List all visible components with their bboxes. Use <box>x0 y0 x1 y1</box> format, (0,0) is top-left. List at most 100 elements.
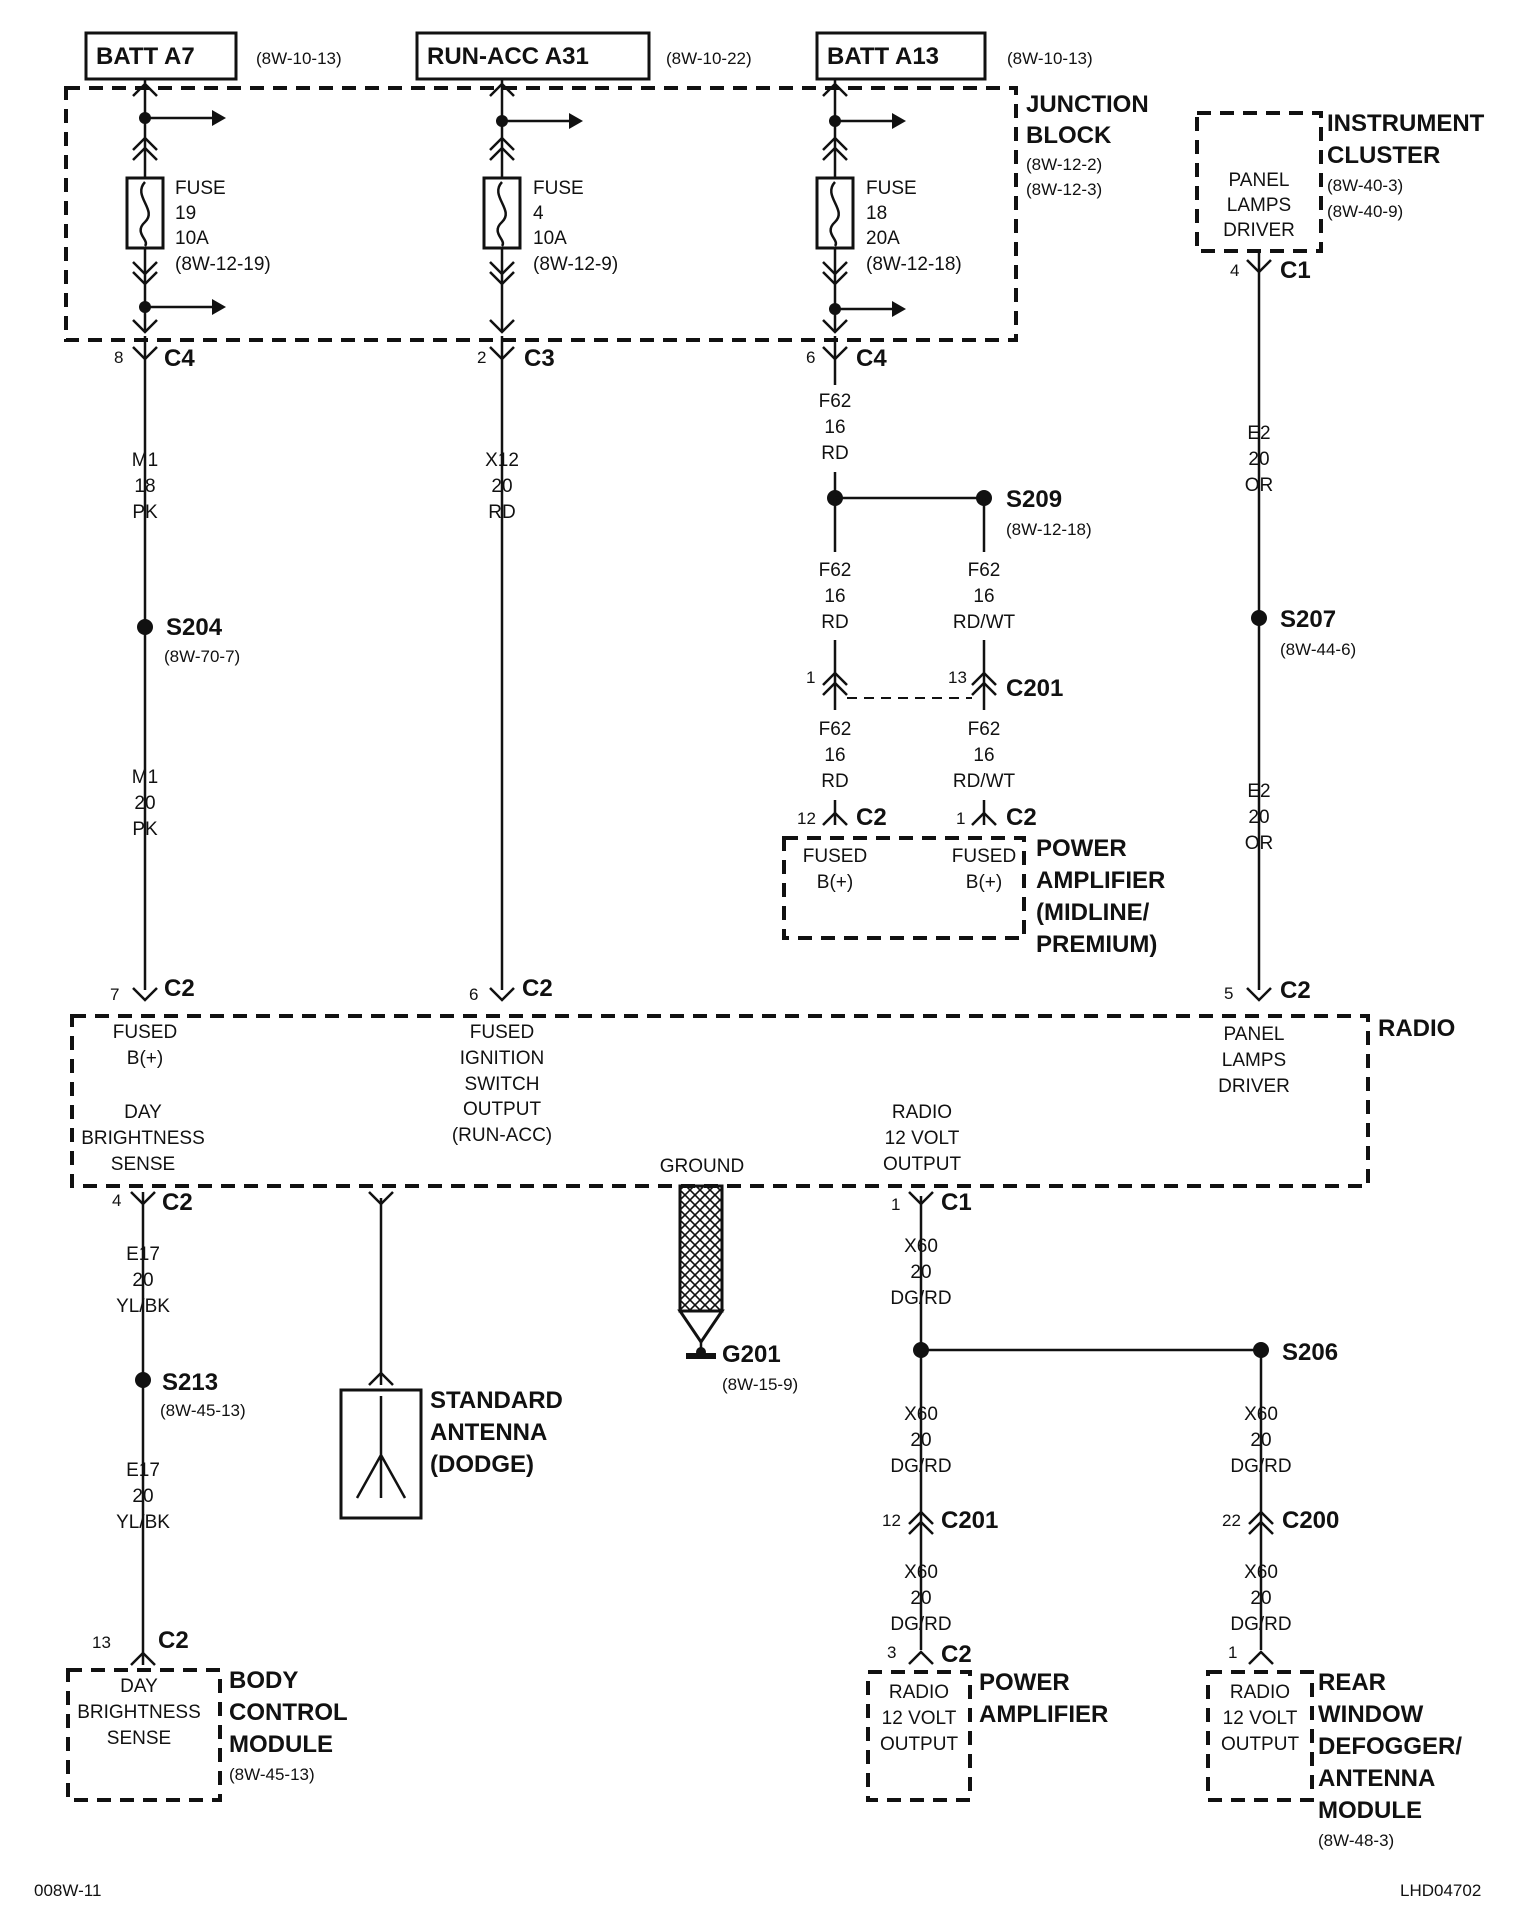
column-2-wiring: 2 C3 X12 20 RD 6 C2 <box>469 336 555 1004</box>
svg-text:(8W-12-2): (8W-12-2) <box>1026 155 1102 174</box>
body-control-module: DAY BRIGHTNESS SENSE BODY CONTROL MODULE… <box>66 1667 348 1802</box>
svg-text:RD: RD <box>821 612 848 633</box>
svg-text:12 VOLT: 12 VOLT <box>885 1128 960 1149</box>
svg-text:20A: 20A <box>866 228 900 249</box>
svg-text:FUSED: FUSED <box>952 846 1016 867</box>
svg-text:X60: X60 <box>1244 1562 1278 1583</box>
svg-text:C2: C2 <box>162 1189 193 1216</box>
svg-text:16: 16 <box>973 586 994 607</box>
svg-text:DRIVER: DRIVER <box>1223 220 1295 241</box>
svg-text:(8W-12-18): (8W-12-18) <box>1006 520 1092 539</box>
svg-text:WINDOW: WINDOW <box>1318 1701 1424 1728</box>
column-1-wiring: 8 C4 M1 18 PK S204 (8W-70-7) M1 20 PK 7 … <box>110 336 240 1004</box>
svg-text:6: 6 <box>806 348 815 367</box>
svg-text:F62: F62 <box>968 719 1001 740</box>
svg-text:DG/RD: DG/RD <box>1230 1456 1291 1477</box>
svg-text:C2: C2 <box>158 1627 189 1654</box>
junction-block-outline <box>64 86 1018 342</box>
svg-text:PK: PK <box>132 819 158 840</box>
source-batt-a7: BATT A7 (8W-10-13) <box>84 31 342 81</box>
svg-text:RD: RD <box>488 502 515 523</box>
fuse-4: FUSE 4 10A (8W-12-9) <box>482 79 618 334</box>
svg-text:C201: C201 <box>941 1507 998 1534</box>
svg-text:M1: M1 <box>132 450 158 471</box>
svg-text:B(+): B(+) <box>817 872 853 893</box>
radio-module: RADIO FUSED B(+) DAY BRIGHTNESS SENSE FU… <box>70 1014 1455 1188</box>
svg-text:E2: E2 <box>1247 423 1270 444</box>
power-amplifier: RADIO 12 VOLT OUTPUT POWER AMPLIFIER <box>866 1669 1108 1802</box>
svg-text:OUTPUT: OUTPUT <box>463 1099 542 1120</box>
svg-text:PREMIUM): PREMIUM) <box>1036 931 1157 958</box>
svg-text:16: 16 <box>824 745 845 766</box>
svg-text:RADIO: RADIO <box>892 1102 952 1123</box>
svg-text:G201: G201 <box>722 1341 781 1368</box>
svg-text:X60: X60 <box>1244 1404 1278 1425</box>
svg-text:X12: X12 <box>485 450 519 471</box>
svg-text:B(+): B(+) <box>966 872 1002 893</box>
svg-text:C1: C1 <box>1280 257 1311 284</box>
svg-text:SENSE: SENSE <box>111 1154 175 1175</box>
column-3-wiring: 6 C4 F62 16 RD S209 (8W-12-18) F62 16 RD… <box>797 336 1092 831</box>
svg-text:S204: S204 <box>166 614 223 641</box>
svg-text:22: 22 <box>1222 1511 1241 1530</box>
svg-text:(8W-12-19): (8W-12-19) <box>175 254 271 275</box>
svg-text:IGNITION: IGNITION <box>460 1048 544 1069</box>
svg-text:POWER: POWER <box>1036 835 1127 862</box>
svg-text:(8W-70-7): (8W-70-7) <box>164 647 240 666</box>
svg-text:MODULE: MODULE <box>1318 1797 1422 1824</box>
svg-text:BRIGHTNESS: BRIGHTNESS <box>81 1128 205 1149</box>
svg-text:RADIO: RADIO <box>1378 1015 1455 1042</box>
svg-text:C2: C2 <box>1006 804 1037 831</box>
svg-text:10A: 10A <box>175 228 209 249</box>
svg-text:4: 4 <box>533 203 544 224</box>
svg-text:(8W-15-9): (8W-15-9) <box>722 1375 798 1394</box>
svg-text:CONTROL: CONTROL <box>229 1699 348 1726</box>
instrument-cluster: PANEL LAMPS DRIVER INSTRUMENT CLUSTER (8… <box>1195 110 1485 253</box>
svg-text:FUSE: FUSE <box>175 178 226 199</box>
svg-text:6: 6 <box>469 985 478 1004</box>
fuse-18: FUSE 18 20A (8W-12-18) <box>815 79 962 334</box>
svg-text:10A: 10A <box>533 228 567 249</box>
svg-text:19: 19 <box>175 203 196 224</box>
svg-text:C2: C2 <box>941 1641 972 1668</box>
svg-text:12: 12 <box>797 809 816 828</box>
svg-text:C2: C2 <box>1280 977 1311 1004</box>
svg-text:DG/RD: DG/RD <box>890 1288 951 1309</box>
svg-text:M1: M1 <box>132 767 158 788</box>
svg-text:OR: OR <box>1245 833 1274 854</box>
svg-text:PANEL: PANEL <box>1224 1024 1285 1045</box>
svg-text:C200: C200 <box>1282 1507 1339 1534</box>
svg-text:B(+): B(+) <box>127 1048 163 1069</box>
svg-text:13: 13 <box>92 1633 111 1652</box>
svg-text:F62: F62 <box>819 719 852 740</box>
svg-text:FUSE: FUSE <box>533 178 584 199</box>
svg-text:3: 3 <box>887 1643 896 1662</box>
svg-text:1: 1 <box>891 1195 900 1214</box>
svg-text:7: 7 <box>110 985 119 1004</box>
radio-12v-output-wiring: 1 C1 X60 20 DG/RD S206 X60 20 DG/RD X60 … <box>882 1189 1339 1668</box>
svg-text:BATT A13: BATT A13 <box>827 43 939 70</box>
svg-text:(8W-40-9): (8W-40-9) <box>1327 202 1403 221</box>
svg-text:X60: X60 <box>904 1404 938 1425</box>
svg-text:ANTENNA: ANTENNA <box>430 1419 547 1446</box>
svg-text:(8W-10-22): (8W-10-22) <box>666 49 752 68</box>
svg-text:12 VOLT: 12 VOLT <box>882 1708 957 1729</box>
svg-text:C201: C201 <box>1006 675 1063 702</box>
svg-text:DRIVER: DRIVER <box>1218 1076 1290 1097</box>
svg-text:BATT A7: BATT A7 <box>96 43 195 70</box>
svg-text:PK: PK <box>132 502 158 523</box>
svg-text:RD: RD <box>821 443 848 464</box>
svg-text:4: 4 <box>1230 261 1239 280</box>
svg-text:AMPLIFIER: AMPLIFIER <box>979 1701 1108 1728</box>
svg-text:DG/RD: DG/RD <box>1230 1614 1291 1635</box>
fuse-19: FUSE 19 10A (8W-12-19) <box>125 79 271 334</box>
day-brightness-wiring: 4 C2 E17 20 YL/BK S213 (8W-45-13) E17 20… <box>92 1189 246 1666</box>
svg-text:RD: RD <box>821 771 848 792</box>
svg-text:RD/WT: RD/WT <box>953 612 1016 633</box>
svg-text:X60: X60 <box>904 1236 938 1257</box>
svg-text:12: 12 <box>882 1511 901 1530</box>
svg-text:E2: E2 <box>1247 781 1270 802</box>
svg-text:INSTRUMENT: INSTRUMENT <box>1327 110 1485 137</box>
ground-g201: G201 (8W-15-9) <box>677 1184 798 1394</box>
